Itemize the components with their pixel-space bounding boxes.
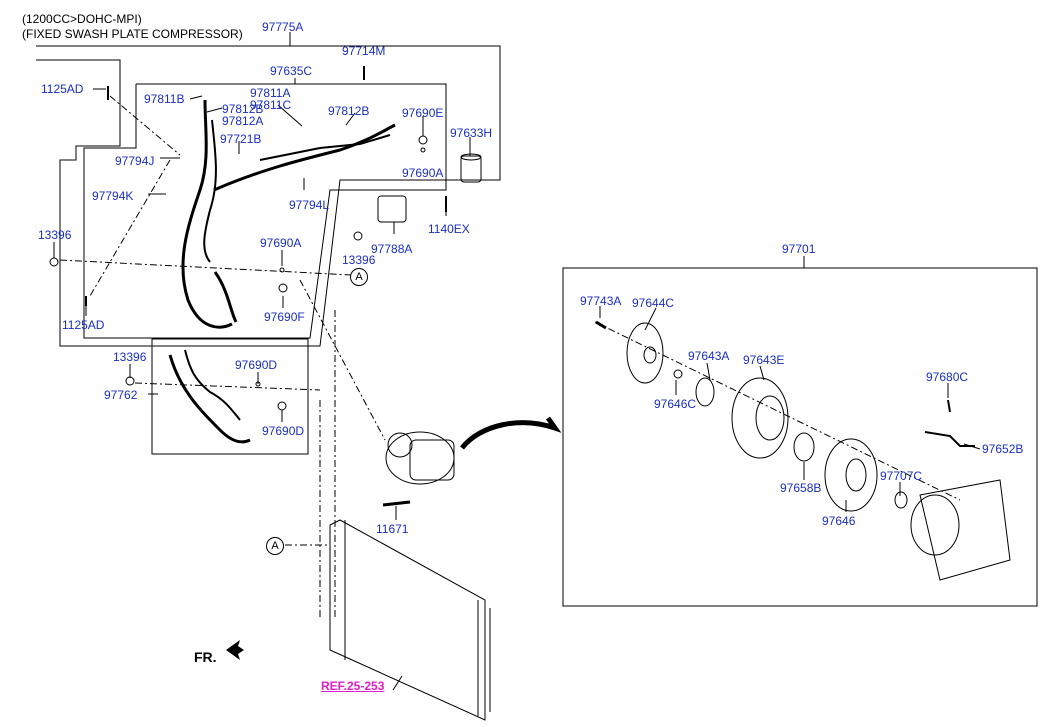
part-97714M[interactable]: 97714M	[342, 44, 386, 58]
reference-link[interactable]: REF.25-253	[321, 679, 385, 693]
part-97643E[interactable]: 97643E	[743, 353, 785, 367]
assembly-outline-97635C	[83, 83, 447, 339]
part-97811B[interactable]: 97811B	[144, 92, 185, 106]
assembly-box-97701	[562, 267, 1038, 607]
callout-a-bottom: A	[266, 537, 284, 555]
part-97788A[interactable]: 97788A	[371, 242, 413, 256]
assembly-box-97762	[151, 338, 309, 455]
part-11671[interactable]: 11671	[376, 522, 409, 536]
part-97652B[interactable]: 97652B	[982, 442, 1024, 456]
part-1140EX[interactable]: 1140EX	[428, 222, 470, 236]
part-1125AD-top[interactable]: 1125AD	[41, 82, 84, 96]
part-97812B-a[interactable]: 97812B	[222, 102, 264, 116]
part-13396-left[interactable]: 13396	[38, 228, 72, 242]
part-97680C[interactable]: 97680C	[926, 370, 969, 384]
part-97644C[interactable]: 97644C	[632, 296, 675, 310]
part-97643A[interactable]: 97643A	[688, 349, 730, 363]
part-97690A-top[interactable]: 97690A	[402, 166, 444, 180]
part-97701[interactable]: 97701	[782, 242, 816, 256]
part-97794L[interactable]: 97794L	[289, 198, 330, 212]
part-1125AD-bot[interactable]: 1125AD	[62, 318, 105, 332]
part-97811C[interactable]: 97811C	[250, 98, 292, 112]
part-97794J[interactable]: 97794J	[115, 154, 155, 168]
part-97635C[interactable]: 97635C	[270, 64, 313, 78]
callout-a-top: A	[350, 268, 368, 286]
assembly-outline-97775A	[36, 45, 501, 347]
part-97811A[interactable]: 97811A	[250, 86, 291, 100]
part-97690D-bot[interactable]: 97690D	[262, 424, 305, 438]
part-97690E[interactable]: 97690E	[402, 106, 444, 120]
engine-note: (1200CC>DOHC-MPI)	[22, 12, 142, 26]
part-97812B-b[interactable]: 97812B	[328, 104, 370, 118]
part-13396-mid[interactable]: 13396	[342, 253, 376, 267]
part-97721B[interactable]: 97721B	[220, 132, 262, 146]
part-97743A[interactable]: 97743A	[580, 294, 622, 308]
part-97646[interactable]: 97646	[822, 514, 856, 528]
part-97775A[interactable]: 97775A	[262, 20, 304, 34]
part-97762[interactable]: 97762	[104, 388, 138, 402]
part-97707C[interactable]: 97707C	[880, 469, 923, 483]
front-orientation-label: FR.	[194, 649, 217, 665]
part-97812A[interactable]: 97812A	[222, 114, 264, 128]
part-97690A-mid[interactable]: 97690A	[260, 236, 302, 250]
compressor-note: (FIXED SWASH PLATE COMPRESSOR)	[22, 27, 243, 41]
part-97633H[interactable]: 97633H	[450, 126, 493, 140]
part-13396-low[interactable]: 13396	[113, 350, 147, 364]
part-97658B[interactable]: 97658B	[780, 481, 822, 495]
part-97794K[interactable]: 97794K	[92, 189, 134, 203]
part-97646C[interactable]: 97646C	[654, 397, 697, 411]
part-97690F[interactable]: 97690F	[264, 310, 305, 324]
part-97690D-top[interactable]: 97690D	[235, 358, 278, 372]
